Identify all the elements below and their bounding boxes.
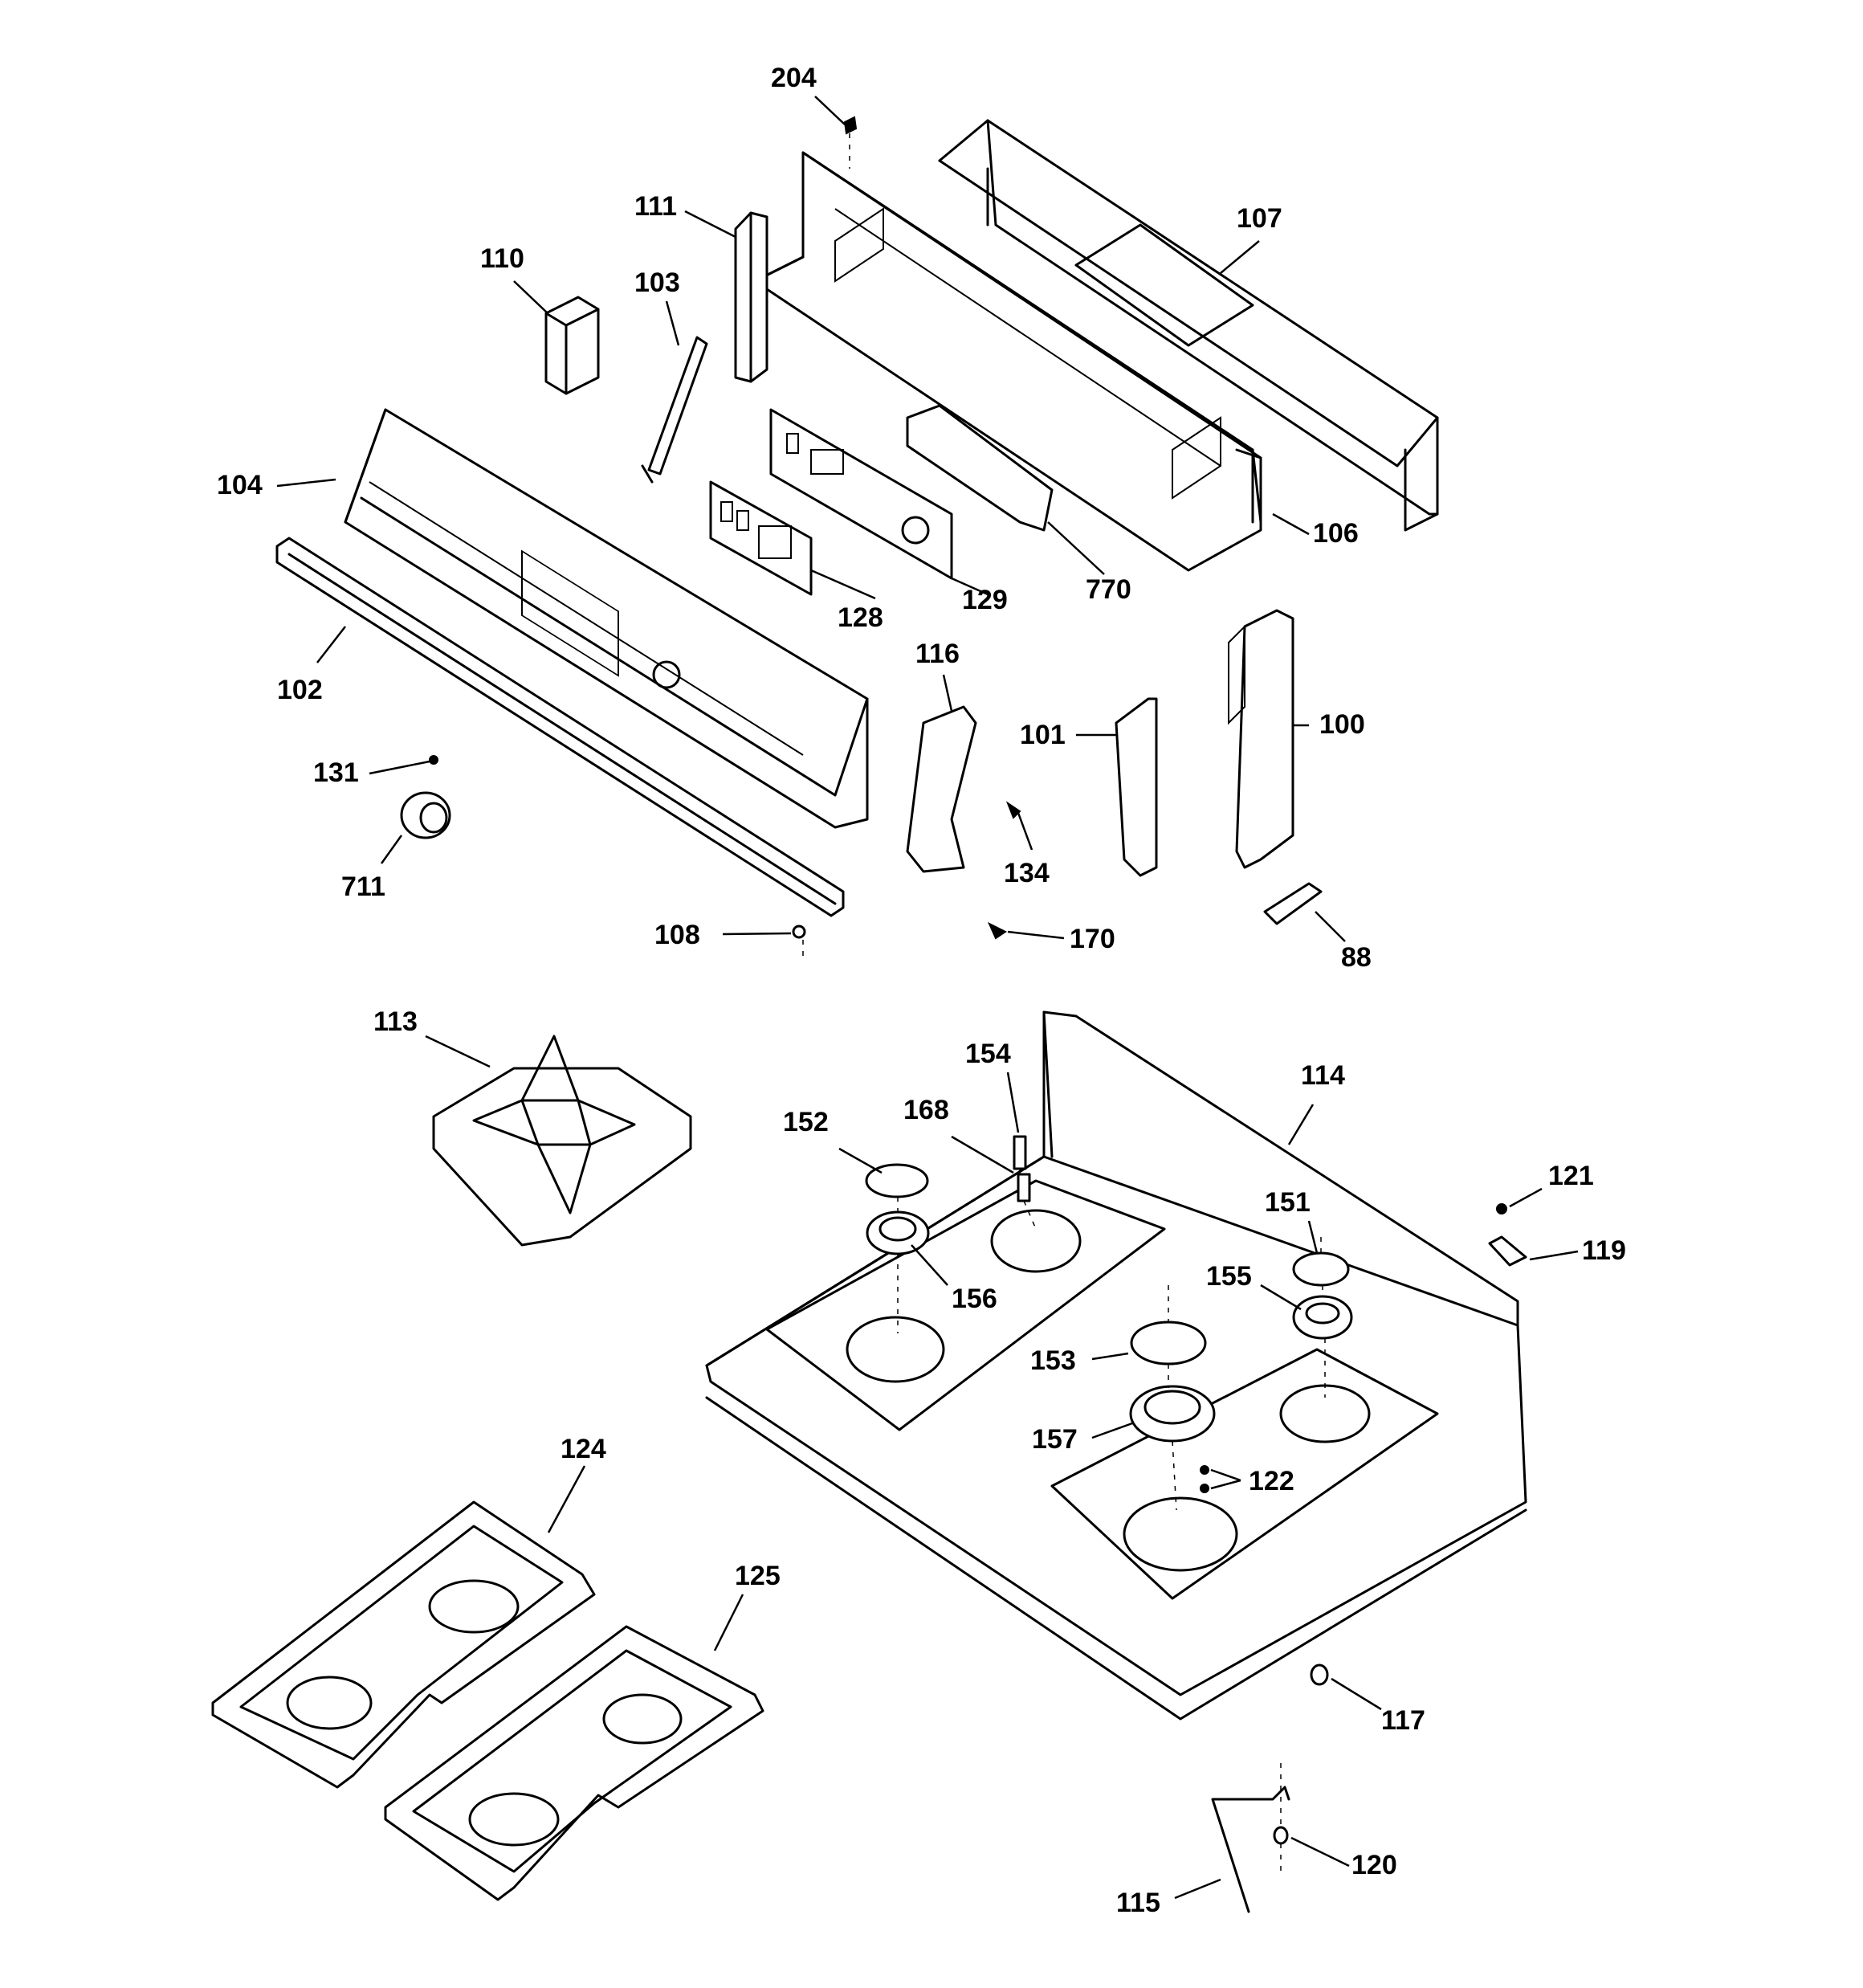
part-125-drip-pan [384, 1625, 764, 1901]
part-121-screw [1496, 1203, 1507, 1214]
label-119: 119 [1582, 1235, 1626, 1266]
label-128: 128 [838, 602, 883, 633]
label-117: 117 [1381, 1705, 1425, 1736]
part-151-cap [1292, 1251, 1350, 1287]
label-131: 131 [313, 757, 359, 788]
part-114-cooktop [705, 1010, 1527, 1721]
part-124-drip-pan [211, 1500, 596, 1789]
part-113-grate [432, 1035, 692, 1247]
label-168: 168 [903, 1095, 949, 1125]
part-170-screw [987, 921, 1007, 940]
part-155-burner-head [1292, 1295, 1353, 1340]
label-151: 151 [1265, 1187, 1311, 1218]
label-204: 204 [771, 63, 817, 93]
label-155: 155 [1206, 1261, 1252, 1292]
leader-lines [276, 96, 1579, 1900]
part-104-control-panel [344, 408, 869, 829]
part-711-knob [400, 791, 451, 839]
assembly-guides [802, 940, 1326, 1872]
label-152: 152 [783, 1107, 829, 1137]
label-102: 102 [277, 675, 323, 705]
part-107-back-trim [938, 119, 1439, 532]
part-168-electrode [1017, 1173, 1031, 1202]
label-134: 134 [1004, 858, 1050, 888]
part-157-burner-head [1129, 1385, 1216, 1443]
part-156-burner-head [866, 1210, 930, 1255]
part-117-nut [1310, 1663, 1329, 1686]
part-110-switch [544, 296, 600, 395]
label-153: 153 [1030, 1345, 1076, 1376]
label-108: 108 [654, 920, 700, 950]
callout-labels: 204 111 107 110 103 104 106 128 129 770 … [217, 63, 1626, 1918]
part-131-screw [429, 755, 438, 765]
label-110: 110 [480, 243, 524, 274]
label-115: 115 [1116, 1888, 1160, 1918]
label-116: 116 [915, 639, 960, 669]
part-102-manifold-panel [275, 537, 845, 917]
label-103: 103 [634, 267, 680, 298]
label-113: 113 [373, 1006, 418, 1037]
part-101-bracket [1115, 697, 1158, 877]
part-120-screw [1273, 1826, 1289, 1845]
part-111-bracket [734, 211, 768, 383]
label-101: 101 [1020, 720, 1066, 750]
part-103-strap [641, 336, 708, 484]
label-125: 125 [735, 1561, 781, 1591]
label-111: 111 [634, 191, 677, 222]
label-114: 114 [1301, 1060, 1345, 1091]
label-106: 106 [1313, 518, 1359, 549]
label-122: 122 [1249, 1466, 1294, 1496]
label-120: 120 [1351, 1850, 1397, 1880]
part-153-cap [1130, 1321, 1207, 1365]
label-88: 88 [1341, 942, 1372, 973]
label-170: 170 [1070, 924, 1115, 954]
label-770: 770 [1086, 574, 1131, 605]
label-711: 711 [341, 872, 385, 902]
part-154-electrode [1013, 1135, 1027, 1170]
part-108-clip [792, 925, 806, 939]
part-119-bracket [1488, 1235, 1527, 1267]
label-129: 129 [962, 585, 1008, 615]
part-88-bracket [1263, 882, 1323, 925]
label-154: 154 [965, 1039, 1011, 1069]
label-121: 121 [1548, 1161, 1594, 1191]
label-156: 156 [952, 1284, 997, 1314]
part-122-screws [1200, 1465, 1209, 1493]
label-157: 157 [1032, 1424, 1078, 1455]
part-106-backguard [753, 151, 1262, 572]
part-128-overlay [709, 480, 813, 596]
part-115-rod [1211, 1786, 1290, 1913]
label-124: 124 [561, 1434, 606, 1464]
part-100-end-cap [1228, 609, 1294, 869]
label-104: 104 [217, 470, 263, 500]
label-107: 107 [1237, 203, 1282, 234]
part-204-screw [843, 116, 858, 169]
part-116-side-trim [906, 705, 977, 873]
part-134-screw [1005, 801, 1021, 819]
label-100: 100 [1319, 709, 1365, 740]
part-770-cover [906, 404, 1054, 532]
